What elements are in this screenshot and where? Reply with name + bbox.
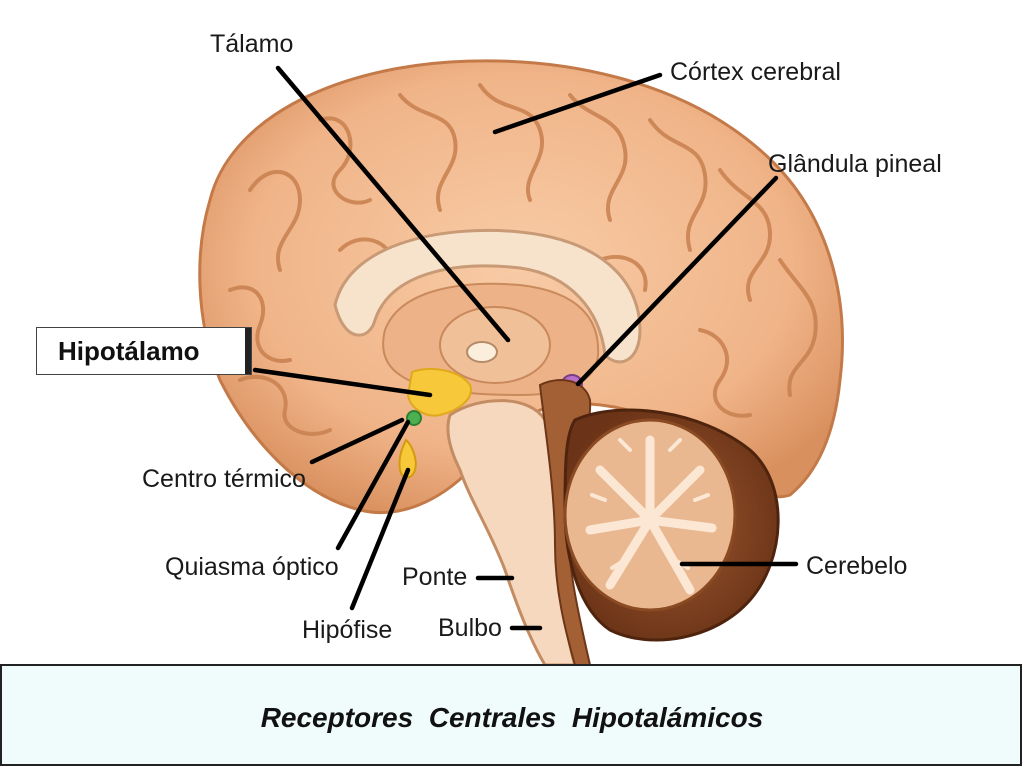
hypothalamus-callout-box [36,327,252,375]
label-quiasma-optico: Quiasma óptico [165,553,339,581]
hypothalamus-callout-label: Hipotálamo [58,336,200,366]
cerebrum [198,59,844,515]
hypothalamus [398,367,472,479]
label-bulbo: Bulbo [438,614,502,642]
caption-title: Receptores Centrales Hipotalámicos [260,702,764,733]
leader-lines [252,65,799,631]
label-centro-termico: Centro térmico [142,465,306,493]
caption-box [0,664,1022,766]
label-cerebelo: Cerebelo [806,552,907,580]
label-glandula-pineal: Glândula pineal [768,150,942,178]
label-hipofise: Hipófise [302,616,392,644]
label-talamo: Tálamo [210,30,293,58]
label-cortex-cerebral: Córtex cerebral [670,58,841,86]
label-ponte: Ponte [402,563,467,591]
